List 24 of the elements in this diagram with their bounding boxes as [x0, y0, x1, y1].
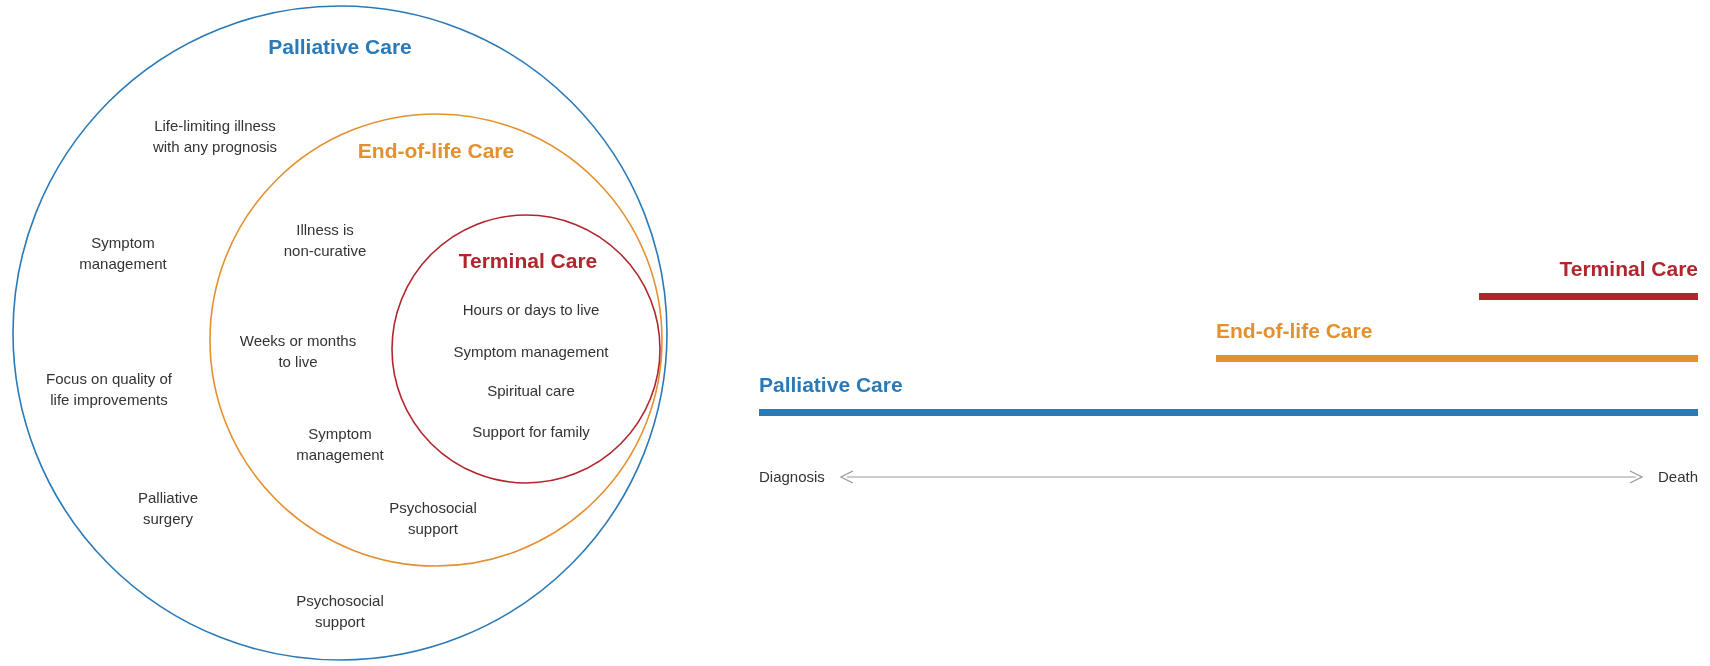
timeline-heading: Palliative Care	[759, 372, 903, 398]
care-item: Spiritual care	[486, 380, 576, 401]
care-item: Hours or days to live	[461, 299, 601, 320]
care-circle	[12, 5, 668, 661]
double-arrow	[840, 470, 1643, 484]
care-item: Palliative surgery	[137, 488, 199, 529]
circle-title: Palliative Care	[267, 35, 413, 57]
care-item: Psychosocial support	[295, 591, 385, 632]
care-item: Focus on quality of life improvements	[45, 369, 173, 410]
timeline-heading: Terminal Care	[1559, 256, 1698, 282]
care-item: Psychosocial support	[388, 498, 478, 539]
care-item: Weeks or months to live	[238, 331, 358, 372]
care-circle	[391, 214, 661, 484]
care-item: Symptom management	[295, 424, 385, 465]
circle-title: End-of-life Care	[356, 139, 516, 161]
care-item: Life-limiting illness with any prognosis	[151, 116, 279, 157]
care-item: Symptom management	[452, 341, 610, 362]
care-item: Illness is non-curative	[282, 220, 368, 261]
timeline-heading: End-of-life Care	[1216, 318, 1373, 344]
care-item: Support for family	[471, 421, 591, 442]
timeline-end-label: Death	[1657, 466, 1698, 488]
circle-title: Terminal Care	[457, 249, 599, 271]
care-item: Symptom management	[78, 233, 168, 274]
timeline-end-label: Diagnosis	[759, 466, 825, 488]
